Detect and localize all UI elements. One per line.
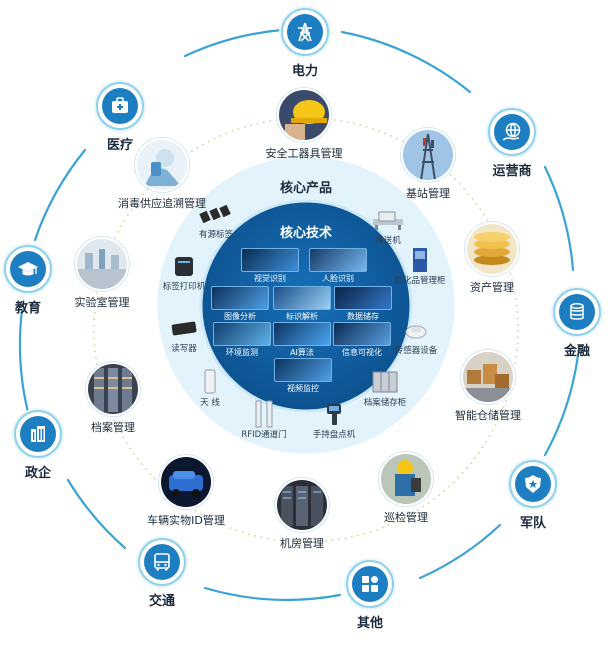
app-smart-warehouse[interactable]: 智能仓储管理 — [423, 350, 553, 423]
industry-label: 政企 — [24, 466, 51, 481]
product-sensor[interactable]: 传感器设备 — [376, 318, 456, 356]
server-room-photo — [275, 478, 329, 532]
industry-label: 电力 — [291, 64, 318, 79]
industry-education[interactable]: 教育 — [0, 245, 73, 316]
vehicle-id-photo — [159, 455, 213, 509]
smart-warehouse-photo — [461, 350, 515, 404]
tech-image-analysis[interactable]: 图像分析 — [211, 286, 269, 322]
product-antenna[interactable]: 天 线 — [170, 369, 250, 408]
app-disinfection[interactable]: 消毒供应追溯管理 — [97, 138, 227, 211]
inspection-photo — [379, 452, 433, 506]
tech-video[interactable]: 视频监控 — [274, 358, 332, 394]
product-archive-cabinet[interactable]: 档案储存柜 — [345, 370, 425, 408]
product-rfid-gate[interactable]: RFID通道门 — [224, 400, 304, 440]
mortarboard-icon — [18, 262, 38, 276]
app-vehicle-id[interactable]: 车辆实物ID管理 — [121, 455, 251, 528]
industry-military[interactable]: 军队 — [488, 460, 578, 531]
middle-dotted-ring — [93, 117, 519, 543]
industry-medical[interactable]: 医疗 — [75, 82, 165, 153]
app-inspection[interactable]: 巡检管理 — [341, 452, 471, 525]
industry-label: 运营商 — [492, 164, 532, 179]
building-icon — [31, 426, 45, 442]
coins-icon — [570, 303, 584, 320]
outer-ring — [18, 28, 580, 601]
app-base-station[interactable]: 基站管理 — [363, 128, 493, 201]
industry-transport[interactable]: 交通 — [117, 538, 207, 609]
tech-ai[interactable]: AI算法 — [273, 322, 331, 358]
industry-government[interactable]: 政企 — [0, 410, 83, 481]
industry-label: 军队 — [519, 516, 546, 531]
tech-id-parse[interactable]: 标识解析 — [273, 286, 331, 322]
industry-label: 其他 — [356, 616, 383, 631]
product-tag-printer[interactable]: 标签打印机 — [144, 254, 224, 292]
core-tech-title: 核心技术 — [279, 226, 332, 241]
asset-photo — [465, 222, 519, 276]
medical-kit-icon — [112, 97, 128, 113]
product-active-tag[interactable]: 有源标签 — [176, 202, 256, 240]
industry-finance[interactable]: 金融 — [532, 288, 615, 359]
industry-label: 金融 — [563, 344, 590, 359]
tech-face[interactable]: 人脸识别 — [309, 248, 367, 284]
industry-power[interactable]: 电力 — [260, 8, 350, 79]
globe-hand-icon — [502, 122, 521, 141]
product-handheld[interactable]: 手持盘点机 — [294, 402, 374, 440]
industry-label: 教育 — [14, 301, 41, 316]
industry-label: 交通 — [148, 594, 175, 609]
app-asset[interactable]: 资产管理 — [427, 222, 557, 295]
badge-icon — [525, 475, 541, 493]
safety-tools-photo — [277, 88, 331, 142]
industry-label: 医疗 — [106, 138, 133, 153]
app-archives[interactable]: 档案管理 — [48, 362, 178, 435]
disinfection-photo — [135, 138, 189, 192]
laboratory-photo — [75, 237, 129, 291]
app-safety-tools[interactable]: 安全工器具管理 — [239, 88, 369, 161]
archives-photo — [86, 362, 140, 416]
tech-vision[interactable]: 视觉识别 — [241, 248, 299, 284]
tech-visualization[interactable]: 信息可视化 — [333, 322, 391, 358]
grid-icon — [362, 576, 378, 592]
app-laboratory[interactable]: 实验室管理 — [37, 237, 167, 310]
tech-env-monitor[interactable]: 环境监测 — [213, 322, 271, 358]
industry-other[interactable]: 其他 — [325, 560, 415, 631]
core-products-title: 核心产品 — [279, 181, 332, 196]
industry-telecom[interactable]: 运营商 — [467, 108, 557, 179]
bus-icon — [154, 553, 170, 571]
product-reader[interactable]: 读写器 — [144, 316, 224, 354]
base-station-photo — [401, 128, 455, 182]
pylon-icon — [298, 22, 312, 42]
product-conveyor[interactable]: 传送机 — [348, 208, 428, 246]
app-server-room[interactable]: 机房管理 — [237, 478, 367, 551]
product-hazmat-cabinet[interactable]: 危化品管理柜 — [380, 248, 460, 286]
tech-data-storage[interactable]: 数据储存 — [334, 286, 392, 322]
